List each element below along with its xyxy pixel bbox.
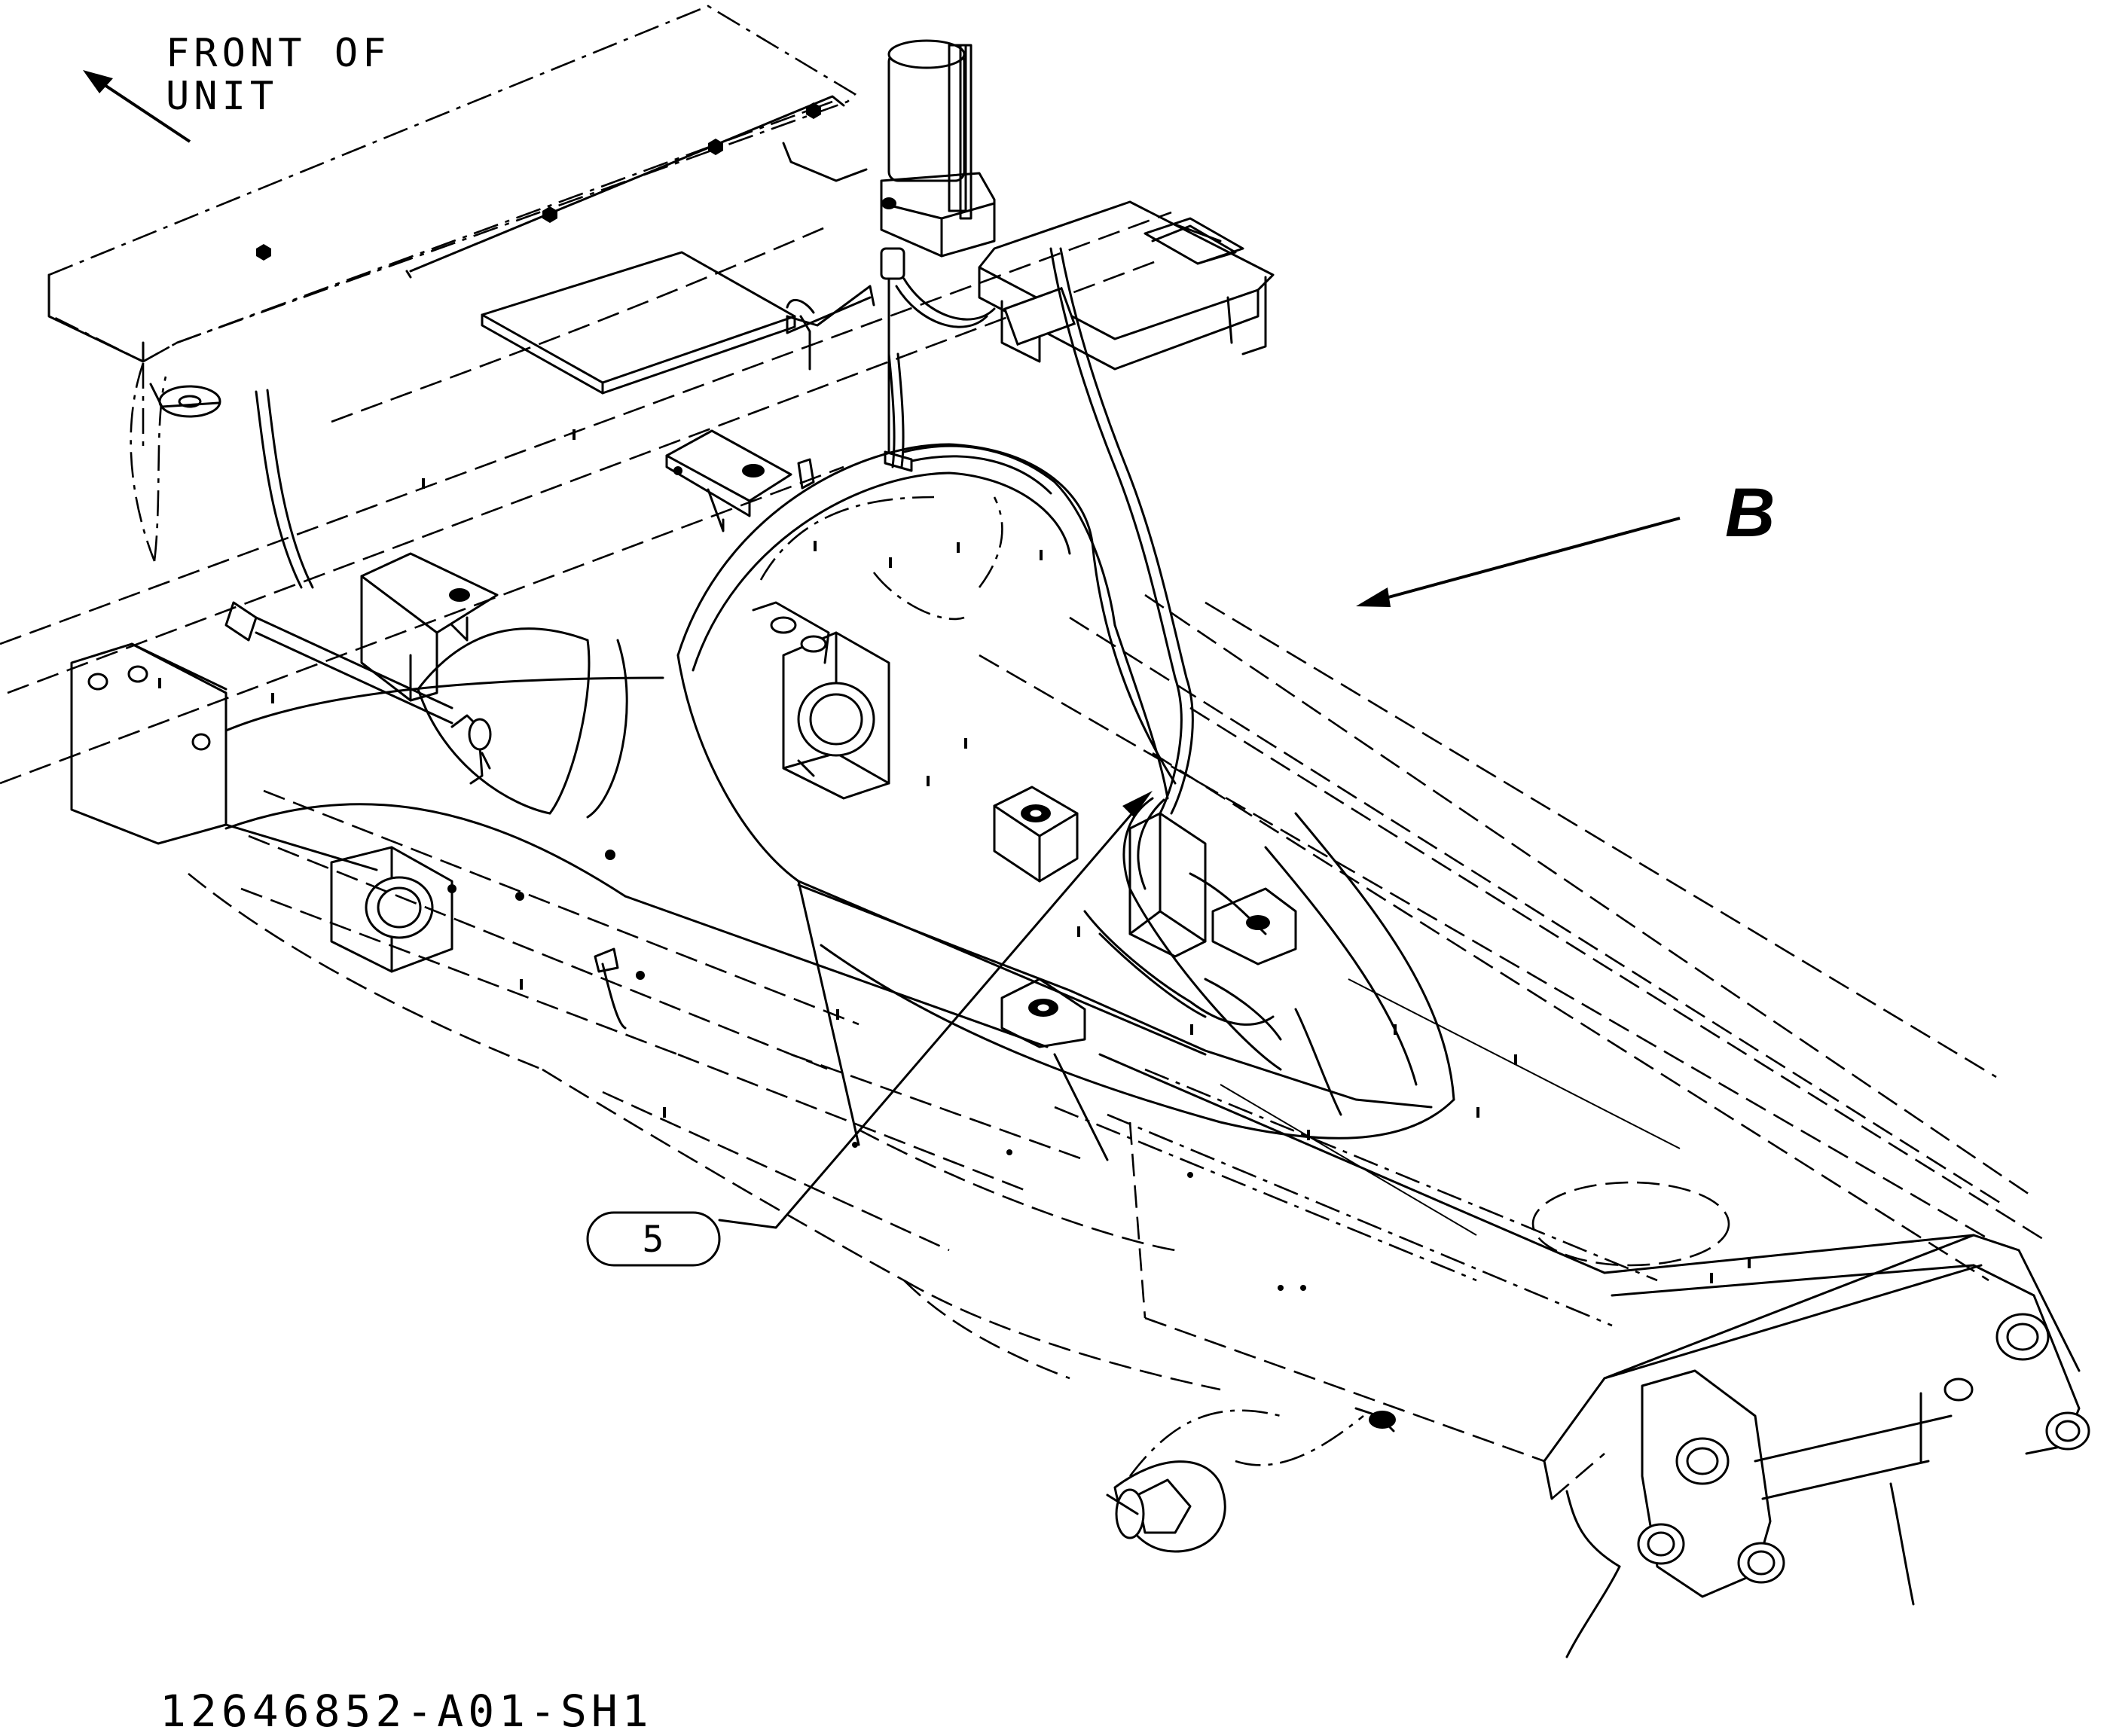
callout-5: 5 — [586, 791, 1153, 1267]
pump-motor-assembly — [880, 39, 996, 472]
view-b-indicator: B — [1356, 474, 1775, 607]
front-of-unit-indicator: FRONT OF UNIT — [83, 31, 390, 143]
view-b-arrow-icon — [1363, 517, 1681, 606]
front-of-unit-label-line1: FRONT OF — [166, 31, 390, 76]
callout-5-balloon — [586, 1211, 721, 1267]
drawing-number: 12646852-A01-SH1 — [160, 1686, 653, 1736]
callout-5-label: 5 — [643, 1219, 664, 1261]
wiring-harness — [224, 247, 1915, 1658]
front-of-unit-label-line2: UNIT — [166, 74, 278, 119]
view-b-label: B — [1725, 474, 1775, 551]
frame-assembly — [0, 5, 2090, 1658]
